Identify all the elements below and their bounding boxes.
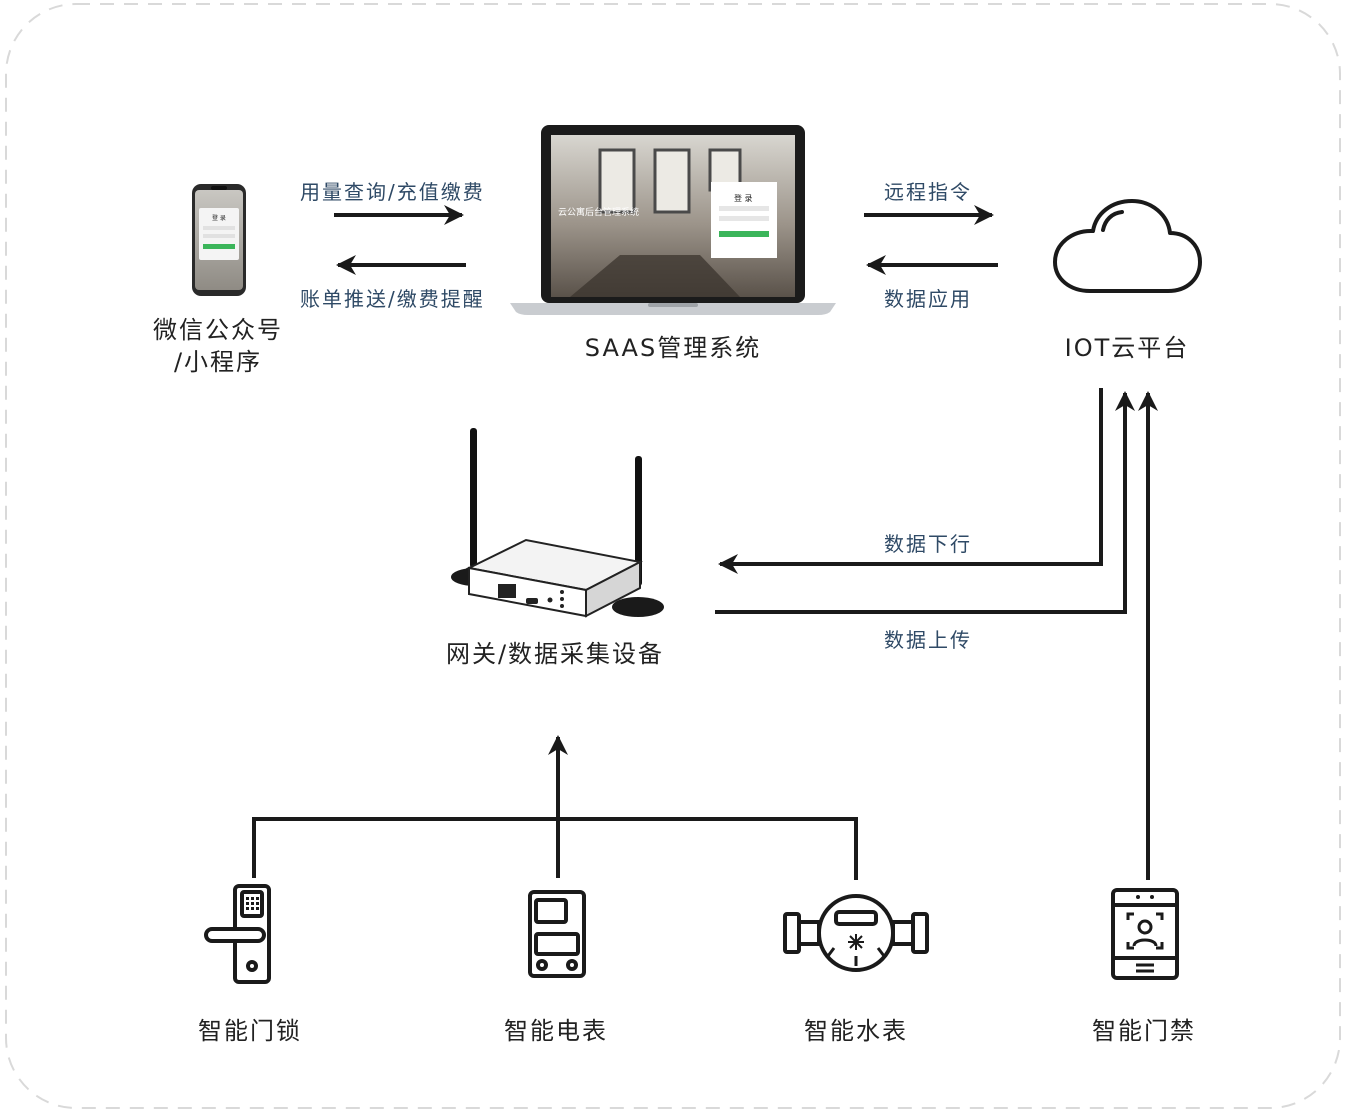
electric-meter-icon — [528, 890, 586, 978]
arrow-gateway-to-iot — [715, 391, 1135, 614]
laptop-icon — [510, 125, 836, 315]
edge-label-iot-to-gateway: 数据下行 — [884, 532, 972, 556]
wechat-label-line2: /小程序 — [173, 348, 263, 377]
phone-icon — [192, 184, 246, 296]
arrow-iot-to-gateway — [718, 388, 1103, 574]
edge-label-saas-to-wechat: 账单推送/缴费提醒 — [300, 287, 485, 311]
smart-lock-icon — [204, 884, 271, 984]
wechat-label-line1: 微信公众号 — [153, 316, 283, 344]
gateway-label: 网关/数据采集设备 — [445, 640, 665, 668]
keypad-dots — [246, 897, 259, 910]
lock-label: 智能门锁 — [198, 1017, 302, 1045]
screen-hero-title: 云公寓后台管理系统 — [558, 208, 640, 218]
access-label: 智能门禁 — [1092, 1017, 1196, 1045]
device-bus-line — [252, 817, 858, 880]
edge-label-gateway-to-iot: 数据上传 — [884, 628, 972, 652]
access-control-icon — [1111, 888, 1179, 980]
cloud-icon — [1053, 199, 1202, 293]
saas-label: SAAS管理系统 — [584, 334, 762, 362]
phone-login-title: 登 录 — [212, 215, 226, 222]
edge-label-wechat-to-saas: 用量查询/充值缴费 — [300, 180, 485, 204]
water-meter-icon — [783, 894, 929, 972]
iot-label: IOT云平台 — [1064, 334, 1190, 362]
router-icon — [451, 428, 664, 618]
edge-label-saas-to-iot: 远程指令 — [884, 180, 972, 204]
edge-label-iot-to-saas: 数据应用 — [884, 287, 972, 311]
wechat-label: 微信公众号 /小程序 — [148, 314, 288, 379]
screen-login-title: 登 录 — [734, 194, 753, 203]
frame-border — [5, 3, 1341, 1109]
access-dots — [1136, 895, 1154, 899]
elec-meter-label: 智能电表 — [504, 1017, 608, 1045]
water-meter-label: 智能水表 — [804, 1017, 908, 1045]
